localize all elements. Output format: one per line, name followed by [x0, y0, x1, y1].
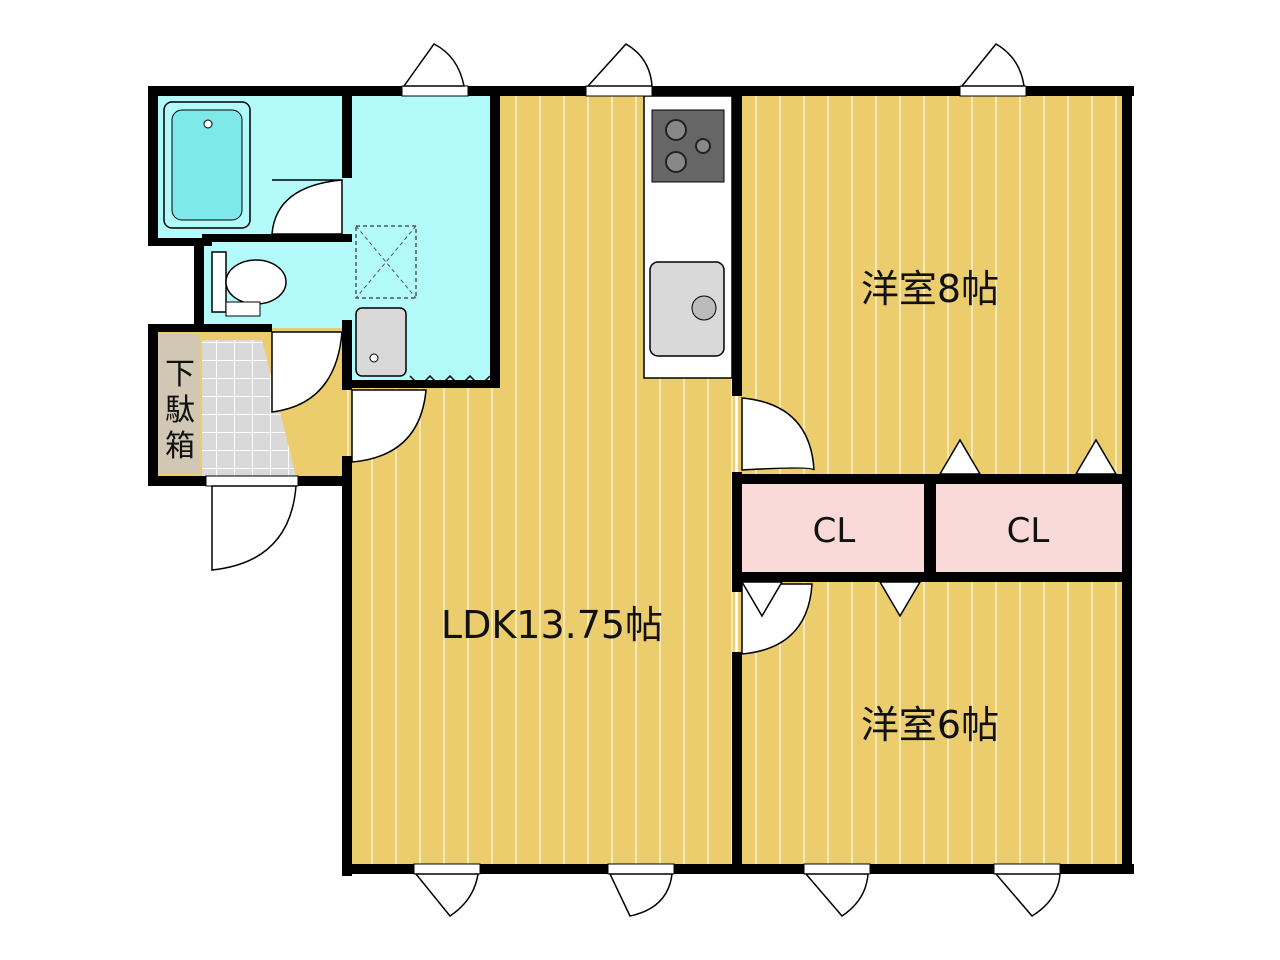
- gas-stove: [651, 109, 725, 183]
- windows: [205, 85, 1061, 875]
- closet-left-label: CL: [813, 511, 856, 551]
- washbasin: [355, 307, 407, 377]
- door-swings[interactable]: [211, 43, 1118, 918]
- shoe-cabinet-char-2: 駄: [165, 393, 195, 428]
- shoe-cabinet-char-3: 箱: [165, 429, 195, 464]
- closet-left-floor: [738, 484, 930, 578]
- western-8-floor: [738, 92, 1126, 484]
- kitchen-sink: [649, 261, 725, 357]
- shoe-cabinet-char-1: 下: [165, 357, 195, 392]
- ldk-label: LDK13.75帖: [441, 603, 663, 647]
- washing-machine-space: [355, 225, 417, 299]
- western-6-label: 洋室6帖: [861, 703, 999, 747]
- western-8-label: 洋室8帖: [861, 267, 999, 311]
- toilet-fixture: [211, 251, 287, 317]
- shoe-cabinet: [158, 334, 200, 474]
- closet-right-label: CL: [1007, 511, 1050, 551]
- closet-right-floor: [932, 484, 1126, 578]
- genkan-tile: [202, 340, 296, 476]
- western-6-floor: [738, 578, 1126, 868]
